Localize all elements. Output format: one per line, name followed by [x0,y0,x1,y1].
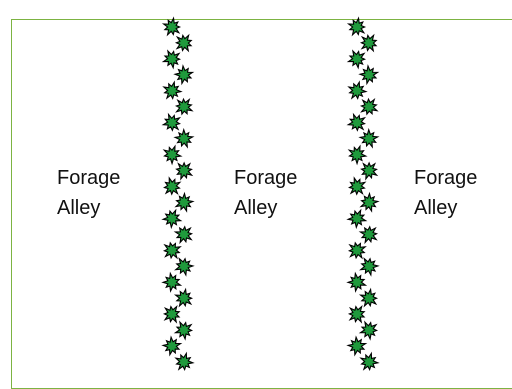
tree-star-icon [359,351,380,372]
tree-star-icon [174,191,195,213]
tree-star-icon [346,112,367,132]
tree-star-icon [174,33,193,53]
tree-star-icon [173,225,194,245]
alley-label-3: Forage Alley [414,167,478,219]
tree-star-icon [163,176,182,196]
tree-star-icon [162,144,183,166]
tree-star-icon [358,320,379,341]
tree-star-icon [161,335,183,357]
tree-star-icon [360,97,379,116]
tree-star-icon [161,271,183,293]
tree-star-icon [173,127,195,149]
tree-star-icon [162,241,182,260]
tree-star-icon [161,112,182,132]
tree-star-icon [348,176,367,196]
alley-label-2: Forage Alley [234,167,298,219]
tree-row-1 [161,16,195,372]
tree-star-icon [173,64,195,86]
alley-label-1: Forage Alley [57,167,121,219]
tree-star-icon [161,16,182,37]
tree-star-icon [346,335,368,357]
tree-star-icon [161,208,183,230]
tree-star-icon [347,304,366,324]
tree-star-icon [162,304,181,324]
tree-star-icon [173,287,194,308]
tree-star-icon [358,225,379,245]
tree-star-icon [346,16,367,37]
tree-star-icon [359,33,378,53]
tree-star-icon [174,351,195,372]
tree-star-icon [346,49,367,70]
tree-row-2 [346,16,380,372]
tree-star-icon [347,144,368,166]
tree-star-icon [359,191,380,213]
tree-star-icon [161,49,182,70]
alley-cropping-diagram: Forage Alley Forage Alley Forage Alley [11,16,512,389]
tree-star-icon [162,80,183,100]
tree-star-icon [175,97,194,116]
tree-star-icon [359,257,380,277]
tree-star-icon [173,320,194,341]
tree-star-icon [358,64,380,86]
tree-rows [161,16,380,372]
tree-star-icon [358,127,380,149]
tree-star-icon [346,271,368,293]
tree-star-icon [358,287,379,308]
tree-star-icon [174,257,195,277]
tree-star-icon [346,208,368,230]
tree-star-icon [347,241,367,260]
tree-star-icon [347,80,368,100]
tree-star-icon [175,161,194,181]
tree-star-icon [360,161,379,181]
